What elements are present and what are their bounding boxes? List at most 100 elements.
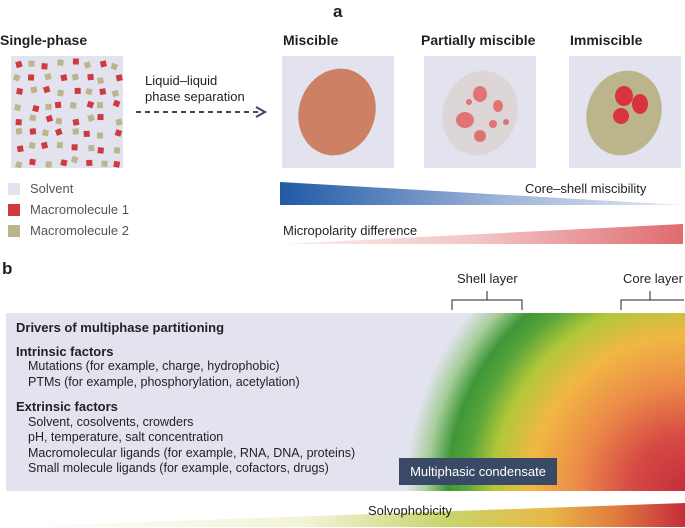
solvophobicity-label: Solvophobicity <box>368 503 452 518</box>
macromolecule-1-square <box>15 60 23 69</box>
extrinsic-title: Extrinsic factors <box>16 399 118 414</box>
macromolecule-2-square <box>88 145 95 152</box>
macromolecule-2-square <box>85 87 93 96</box>
macromolecule-1-square <box>99 88 107 96</box>
micropolarity-label: Micropolarity difference <box>283 223 418 238</box>
macromolecule-1-square <box>72 58 79 65</box>
macromolecule-1-square <box>54 128 63 136</box>
macromolecule-2-square <box>113 147 121 154</box>
macromolecule-2-square <box>30 86 38 94</box>
macromolecule-1-square <box>86 159 93 167</box>
macromolecule-2-square <box>115 118 123 126</box>
core-layer-label: Core layer <box>623 271 683 286</box>
macromolecule-2-square <box>15 161 23 168</box>
core-shell-miscibility-gradient <box>280 182 683 205</box>
macromolecule-1-square <box>113 160 121 168</box>
legend-macromolecule-1-label: Macromolecule 1 <box>30 202 129 217</box>
lps-label-line1: Liquid–liquid <box>145 73 218 88</box>
micropolarity-gradient <box>280 224 683 244</box>
extrinsic-item-2: pH, temperature, salt concentration <box>28 430 224 444</box>
immiscible-box <box>569 56 681 168</box>
intrinsic-item-2: PTMs (for example, phosphorylation, acet… <box>28 374 300 389</box>
macromolecule-2-square <box>96 102 104 109</box>
macromolecule-2-square <box>13 103 22 112</box>
macromolecule-2-square <box>56 59 65 67</box>
panel-a-letter: a <box>333 2 343 21</box>
macromolecule-2-square <box>69 102 77 109</box>
shell-layer-bracket <box>451 291 523 310</box>
macromolecule-2-square <box>110 62 119 71</box>
macromolecule-1-square <box>60 159 68 167</box>
macromolecule-2-square <box>56 141 64 149</box>
macromolecule-1-square <box>41 63 48 70</box>
macromolecule-1-square <box>112 99 121 108</box>
extrinsic-item-4: Small molecule ligands (for example, cof… <box>28 461 329 475</box>
macromolecule-2-square <box>44 73 52 81</box>
macromolecule-1-square <box>97 114 104 121</box>
macromolecule-1-square <box>72 118 80 126</box>
macromolecule-2-square <box>101 160 108 167</box>
solvophobicity-gradient <box>0 503 685 527</box>
macromolecule-1-square <box>29 158 36 166</box>
single-phase-title: Single-phase <box>0 32 88 48</box>
intrinsic-title: Intrinsic factors <box>16 343 114 359</box>
partially-miscible-box <box>424 56 536 168</box>
macromolecule-2-square <box>111 89 120 98</box>
solvent-swatch <box>8 182 20 195</box>
macromolecule-2-square <box>83 61 92 69</box>
macromolecule-1-square <box>115 74 123 82</box>
macromolecule-1-square <box>97 147 104 154</box>
macromolecule-1-square <box>15 119 22 126</box>
macromolecule-2-square <box>57 89 64 97</box>
macromolecule-1-square <box>86 100 95 109</box>
macromolecule-2-square <box>72 128 79 135</box>
lps-label-line2: phase separation <box>145 89 245 104</box>
immiscible-title: Immiscible <box>570 32 643 48</box>
miscible-title: Miscible <box>283 32 339 48</box>
macromolecule-1-swatch <box>8 203 20 216</box>
macromolecule-2-square <box>29 114 37 122</box>
macromolecule-1-square <box>60 74 68 82</box>
macromolecule-2-square <box>41 129 49 137</box>
drivers-text: Drivers of multiphase partitioning Intri… <box>16 318 355 477</box>
macromolecule-1-square <box>99 60 107 68</box>
lps-arrow <box>136 106 268 118</box>
macromolecule-2-square <box>55 117 63 125</box>
macromolecule-2-square <box>28 60 35 67</box>
macromolecule-2-square <box>70 155 79 164</box>
macromolecule-1-square <box>87 73 94 81</box>
macromolecule-1-square <box>114 129 123 137</box>
miscible-box <box>282 56 394 168</box>
legend-macromolecule-2-label: Macromolecule 2 <box>30 223 129 238</box>
core-layer-bracket <box>620 291 684 310</box>
legend-macromolecule-2: Macromolecule 2 <box>8 223 129 238</box>
macromolecule-1-square <box>40 141 49 149</box>
legend-solvent: Solvent <box>8 181 73 196</box>
macromolecule-2-square <box>87 114 95 122</box>
macromolecule-1-square <box>16 87 24 95</box>
shell-layer-label: Shell layer <box>457 271 518 286</box>
multiphasic-condensate-label: Multiphasic condensate <box>399 458 557 485</box>
macromolecule-1-square <box>54 101 62 109</box>
macromolecule-1-square <box>42 85 51 94</box>
macromolecule-1-square <box>71 144 78 151</box>
macromolecule-2-square <box>15 127 23 135</box>
macromolecule-2-square <box>45 103 52 110</box>
macromolecule-2-swatch <box>8 224 20 237</box>
intrinsic-item-1: Mutations (for example, charge, hydropho… <box>28 359 280 373</box>
drivers-title: Drivers of multiphase partitioning <box>16 320 225 335</box>
single-phase-box <box>11 56 123 168</box>
macromolecule-1-square <box>74 87 81 95</box>
extrinsic-item-3: Macromolecular ligands (for example, RNA… <box>28 445 356 460</box>
macromolecule-1-square <box>29 128 37 135</box>
macromolecule-1-square <box>83 130 90 138</box>
macromolecule-2-square <box>97 77 104 85</box>
macromolecule-1-square <box>16 145 24 153</box>
macromolecule-1-square <box>45 114 54 123</box>
macromolecule-1-square <box>27 74 35 81</box>
legend-solvent-label: Solvent <box>30 181 74 196</box>
macromolecule-2-square <box>28 141 36 150</box>
panel-b-letter: b <box>2 259 13 278</box>
legend-macromolecule-1: Macromolecule 1 <box>8 202 129 217</box>
macromolecule-1-square <box>32 104 40 113</box>
